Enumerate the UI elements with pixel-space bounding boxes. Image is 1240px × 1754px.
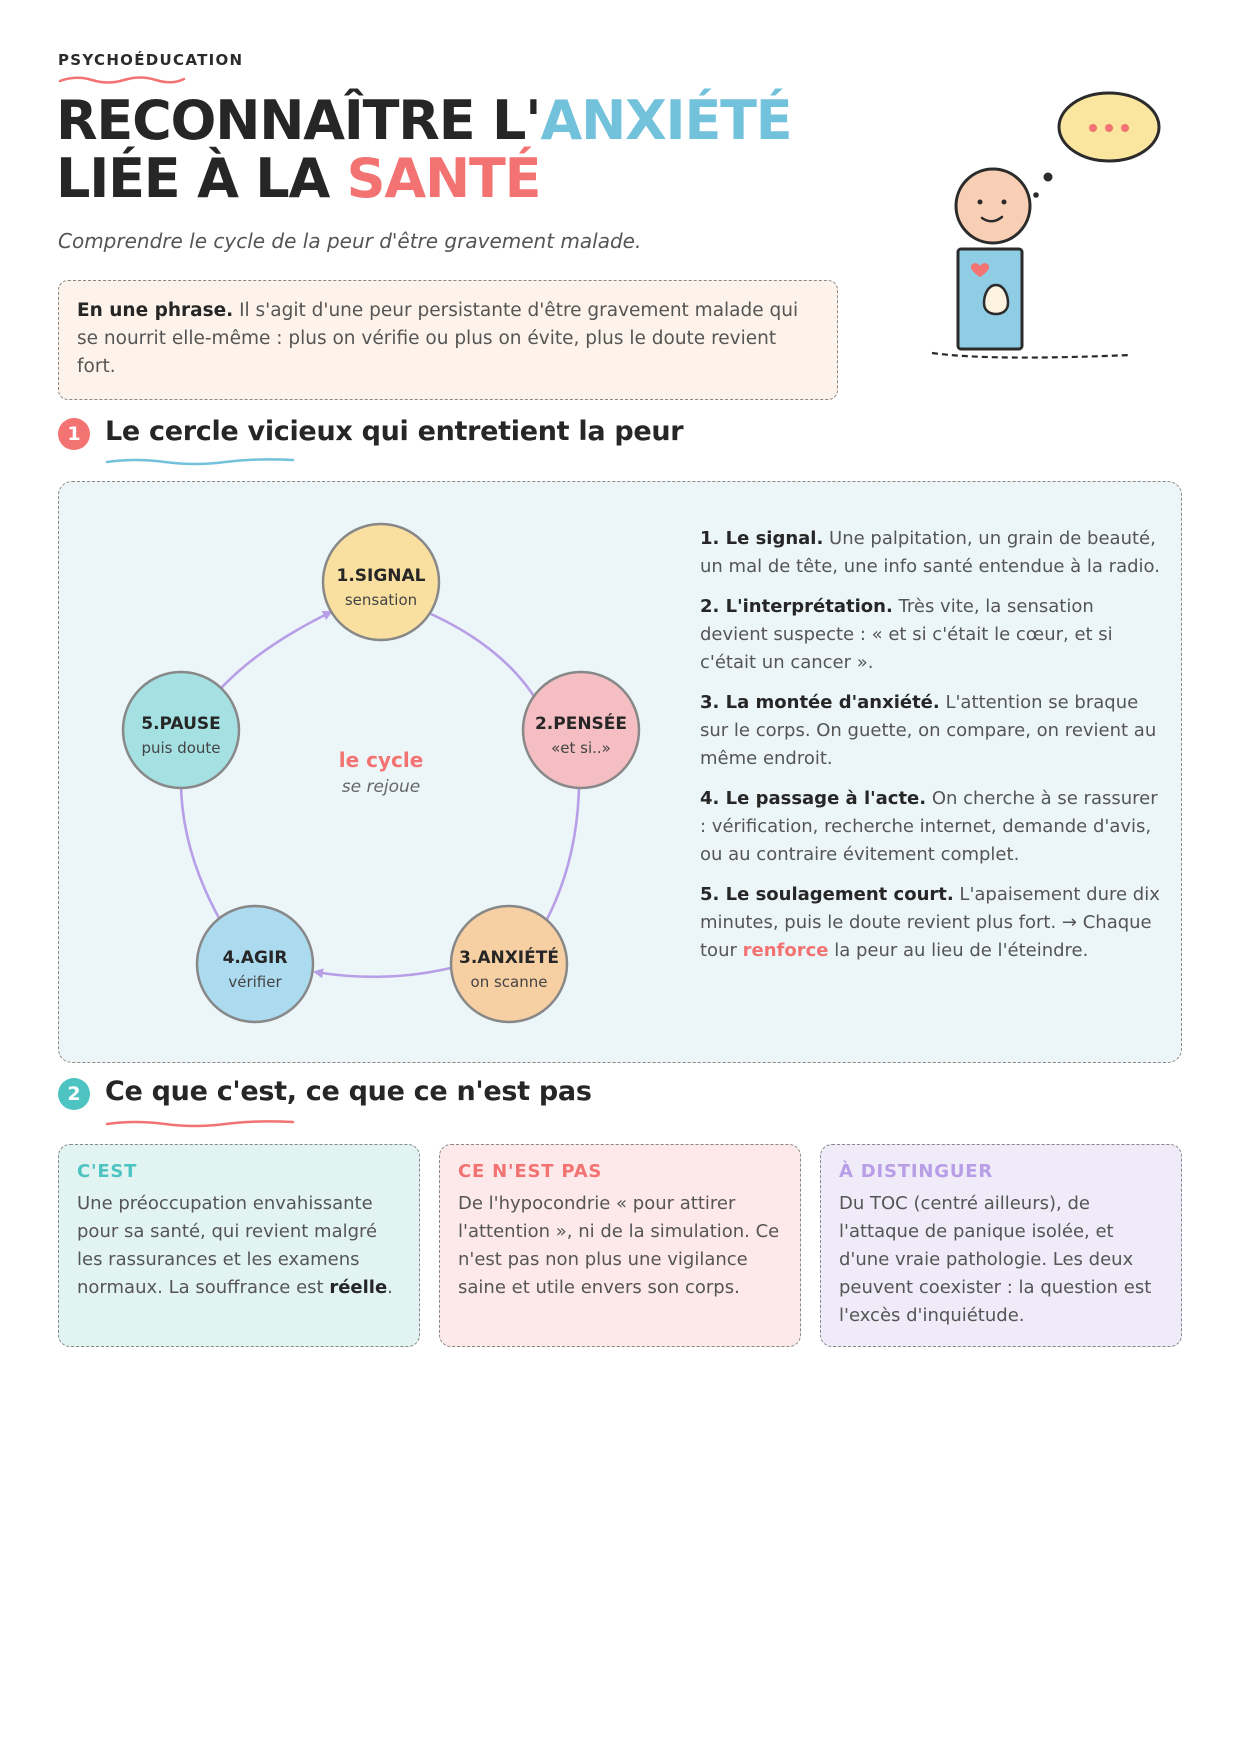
cycle-node-circle xyxy=(321,522,441,642)
cycle-node-anxiete: 3.ANXIÉTÉ on scanne xyxy=(449,904,569,1024)
cycle-node-circle xyxy=(121,670,241,790)
section-2-badge: 2 xyxy=(58,1078,90,1110)
cycle-diagram: 1.SIGNAL sensation 2.PENSÉE «et si..» 3.ANXI… xyxy=(121,522,641,1024)
cycle-node-label: 4.AGIR xyxy=(223,948,288,968)
cycle-arrow-3-4 xyxy=(313,964,460,979)
card-to-distinguish-body: Du TOC (centré ailleurs), de l'attaque d… xyxy=(839,1193,1152,1326)
page-subtitle: Comprendre le cycle de la peur d'être gr… xyxy=(58,229,642,253)
cycle-node-circle xyxy=(195,904,315,1024)
thought-bubble-icon xyxy=(1033,91,1161,198)
step-5: 5. Le soulagement court. L'apaisement du… xyxy=(700,881,1162,965)
step-4-text: On cherche à se rassurer : vérification,… xyxy=(700,788,1158,865)
step-4: 4. Le passage à l'acte. On cherche à se … xyxy=(700,785,1162,869)
cycle-node-sub: puis doute xyxy=(141,739,220,757)
title-line1-a: RECONNAÎTRE L' xyxy=(56,89,542,152)
step-1: 1. Le signal. Une palpitation, un grain … xyxy=(700,525,1162,581)
card-what-it-is-body: Une préoccupation envahissante pour sa s… xyxy=(77,1190,401,1302)
step-1-text: Une palpitation, un grain de beauté, un … xyxy=(700,528,1160,577)
cycle-arrow-1-2 xyxy=(430,612,543,710)
cycle-center-sub: se rejoue xyxy=(342,777,421,797)
cycle-node-sub: vérifier xyxy=(228,973,282,991)
step-4-lead: 4. Le passage à l'acte. xyxy=(700,788,927,809)
cycle-node-signal: 1.SIGNAL sensation xyxy=(321,522,441,642)
card-what-it-is-not-title: CE N'EST PAS xyxy=(458,1161,603,1182)
step-1-lead: 1. Le signal. xyxy=(700,528,824,549)
section-1-badge: 1 xyxy=(58,418,90,450)
card-to-distinguish: À DISTINGUER Du TOC (centré ailleurs), d… xyxy=(820,1144,1182,1347)
step-3: 3. La montée d'anxiété. L'attention se b… xyxy=(700,689,1162,773)
page-title: RECONNAÎTRE L'ANXIÉTÉ LIÉE À LA SANTÉ xyxy=(56,89,793,210)
cycle-node-label: 3.ANXIÉTÉ xyxy=(459,946,559,968)
section-2-underline xyxy=(105,1120,295,1128)
section-1-title: Le cercle vicieux qui entretient la peur xyxy=(105,416,684,447)
summary-text: Il s'agit d'une peur persistante d'être … xyxy=(77,300,799,377)
cycle-nodes: 1.SIGNAL sensation 2.PENSÉE «et si..» 3.ANXI… xyxy=(121,522,641,1024)
card-what-it-is-not: CE N'EST PAS De l'hypocondrie « pour att… xyxy=(439,1144,801,1347)
cycle-node-pause: 5.PAUSE puis doute xyxy=(121,670,241,790)
person-illustration xyxy=(931,91,1161,359)
title-line1-b: ANXIÉTÉ xyxy=(540,89,793,152)
cycle-node-label: 2.PENSÉE xyxy=(535,712,627,734)
cycle-steps-list: 1. Le signal. Une palpitation, un grain … xyxy=(700,525,1162,977)
step-3-lead: 3. La montée d'anxiété. xyxy=(700,692,940,713)
eyebrow-label: PSYCHOÉDUCATION xyxy=(58,51,244,69)
heart-icon xyxy=(970,263,990,277)
cycle-node-sub: sensation xyxy=(345,591,417,609)
cycle-arrow-2-3 xyxy=(537,769,581,936)
cycle-node-circle xyxy=(449,904,569,1024)
section-1-underline xyxy=(105,458,295,466)
card-to-distinguish-title: À DISTINGUER xyxy=(839,1161,993,1182)
cycle-panel: 1.SIGNAL sensation 2.PENSÉE «et si..» 3.ANXI… xyxy=(58,481,1182,1063)
step-2: 2. L'interprétation. Très vite, la sensa… xyxy=(700,593,1162,677)
cycle-node-label: 5.PAUSE xyxy=(141,714,220,734)
step-2-lead: 2. L'interprétation. xyxy=(700,596,893,617)
card-what-it-is-text-a: Une préoccupation envahissante pour sa s… xyxy=(77,1193,378,1298)
cycle-node-label: 1.SIGNAL xyxy=(336,566,425,586)
cycle-node-agir: 4.AGIR vérifier xyxy=(195,904,315,1024)
step-5-text-b: la peur au lieu de l'éteindre. xyxy=(828,940,1089,961)
card-what-it-is-bold: réelle xyxy=(329,1277,388,1298)
title-line2-b: SANTÉ xyxy=(346,147,542,210)
cycle-node-circle xyxy=(521,670,641,790)
cycle-center-label: le cycle xyxy=(339,748,424,772)
summary-lead: En une phrase. xyxy=(77,300,234,321)
cycle-arrow-4-5 xyxy=(175,772,229,933)
step-3-text: L'attention se braque sur le corps. On g… xyxy=(700,692,1157,769)
step-2-text: Très vite, la sensation devient suspecte… xyxy=(700,596,1113,673)
title-line2-a: LIÉE À LA xyxy=(56,147,347,210)
step-5-lead: 5. Le soulagement court. xyxy=(700,884,954,905)
cycle-node-sub: on scanne xyxy=(471,973,548,991)
cycle-arrow-5-1 xyxy=(207,610,333,703)
section-2-title: Ce que c'est, ce que ce n'est pas xyxy=(105,1076,592,1107)
cycle-node-pensee: 2.PENSÉE «et si..» xyxy=(521,670,641,790)
card-what-it-is: C'EST Une préoccupation envahissante pou… xyxy=(58,1144,420,1347)
summary-box: En une phrase. Il s'agit d'une peur pers… xyxy=(58,280,838,400)
card-what-it-is-text-b: . xyxy=(387,1277,393,1298)
card-what-it-is-not-body: De l'hypocondrie « pour attirer l'attent… xyxy=(458,1193,780,1298)
cycle-node-sub: «et si..» xyxy=(551,739,611,757)
card-what-it-is-title: C'EST xyxy=(77,1161,138,1182)
step-5-text-a: L'apaisement dure dix minutes, puis le d… xyxy=(700,884,1160,961)
step-5-emphasis: renforce xyxy=(742,940,829,961)
eyebrow-underline xyxy=(58,76,186,84)
